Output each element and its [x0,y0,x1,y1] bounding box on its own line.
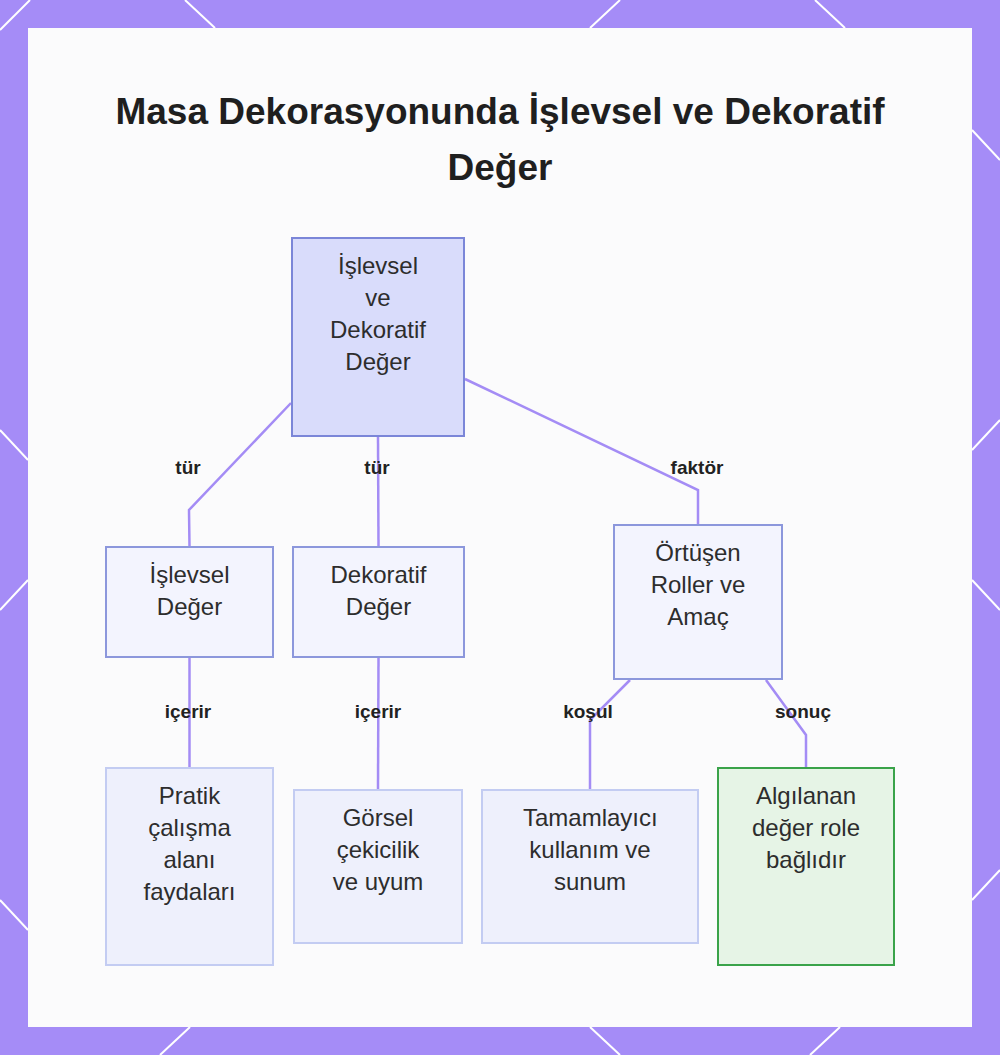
box-text: İşlevsel ve Dekoratif Değer [325,250,431,378]
edge-label: tür [175,457,200,479]
connector-line [377,658,380,789]
edge-label: koşul [563,701,613,723]
concept-box: Örtüşen Roller ve Amaç [613,524,783,680]
box-text: Pratik çalışma alanı faydaları [137,780,242,908]
concept-box: Pratik çalışma alanı faydaları [105,767,274,966]
connector-line [465,379,698,524]
box-text: Dekoratif Değer [324,559,433,623]
edge-label: içerir [165,701,211,723]
edge-label: içerir [355,701,401,723]
concept-box: Dekoratif Değer [292,546,465,658]
box-text: Algılanan değer role bağlıdır [744,780,868,876]
box-text: İşlevsel Değer [137,559,242,623]
concept-box: Tamamlayıcı kullanım ve sunum [481,789,699,944]
box-text: Tamamlayıcı kullanım ve sunum [523,802,657,898]
concept-box: Algılanan değer role bağlıdır [717,767,895,966]
edge-label: sonuç [775,701,831,723]
edge-label: faktör [671,457,724,479]
concept-box: İşlevsel Değer [105,546,274,658]
box-text: Görsel çekicilik ve uyum [325,802,431,898]
connector-line [766,680,806,767]
concept-box: İşlevsel ve Dekoratif Değer [291,237,465,437]
connector-line [590,680,630,789]
connector-line [377,437,380,546]
connector-line [189,403,291,546]
edge-label: tür [364,457,389,479]
concept-box: Görsel çekicilik ve uyum [293,789,463,944]
box-text: Örtüşen Roller ve Amaç [645,537,751,633]
diagram-title: Masa Dekorasyonunda İşlevsel ve Dekorati… [100,84,900,196]
